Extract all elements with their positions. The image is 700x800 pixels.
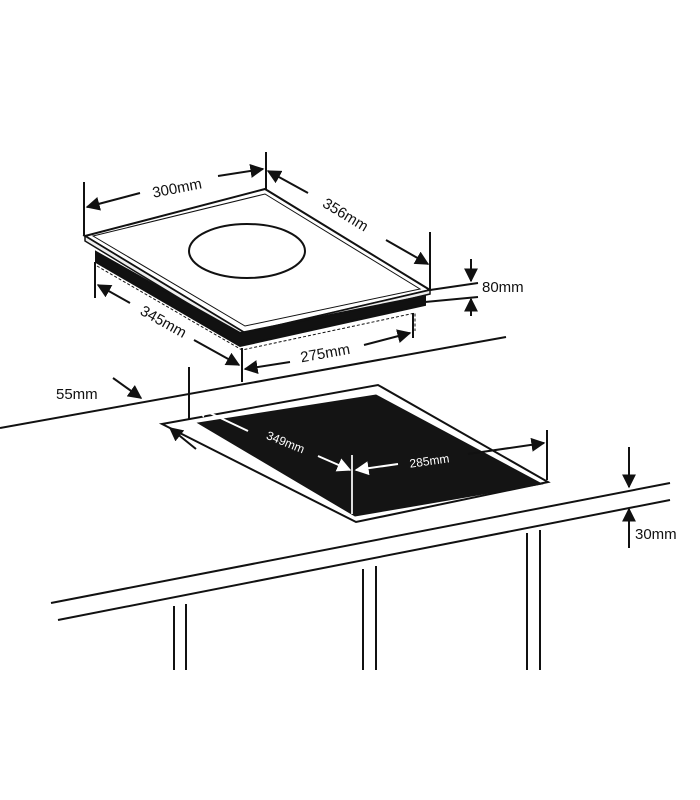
dim-cutout-depth (193, 405, 353, 514)
dim-hob-height (424, 259, 479, 316)
cooking-zone (188, 223, 306, 279)
dim-hob-depth (266, 170, 431, 290)
worktop-back-edge (0, 336, 507, 429)
cutout-opening (196, 394, 544, 517)
dim-cutout-width (354, 430, 548, 480)
hob-height-label: 80mm (482, 279, 524, 296)
cutout-width-label: 285mm (409, 451, 451, 470)
dim-hob-body-width (243, 313, 414, 374)
front-margin-label: 55mm (56, 386, 98, 403)
hob (82, 187, 433, 351)
worktop-front-bottom-edge (57, 499, 671, 621)
hob-base-outline (96, 265, 416, 351)
hob-body-width-label: 275mm (299, 341, 351, 366)
dim-hob-body-depth (94, 262, 243, 382)
hob-glass-top-inner-edge (91, 193, 422, 327)
worktop-front-top-edge (50, 482, 671, 604)
hob-width-label: 300mm (151, 175, 203, 201)
worktop (0, 336, 671, 670)
worktop-thickness-label: 30mm (635, 526, 677, 543)
dim-front-margin (112, 367, 197, 450)
dim-hob-width (83, 152, 267, 236)
